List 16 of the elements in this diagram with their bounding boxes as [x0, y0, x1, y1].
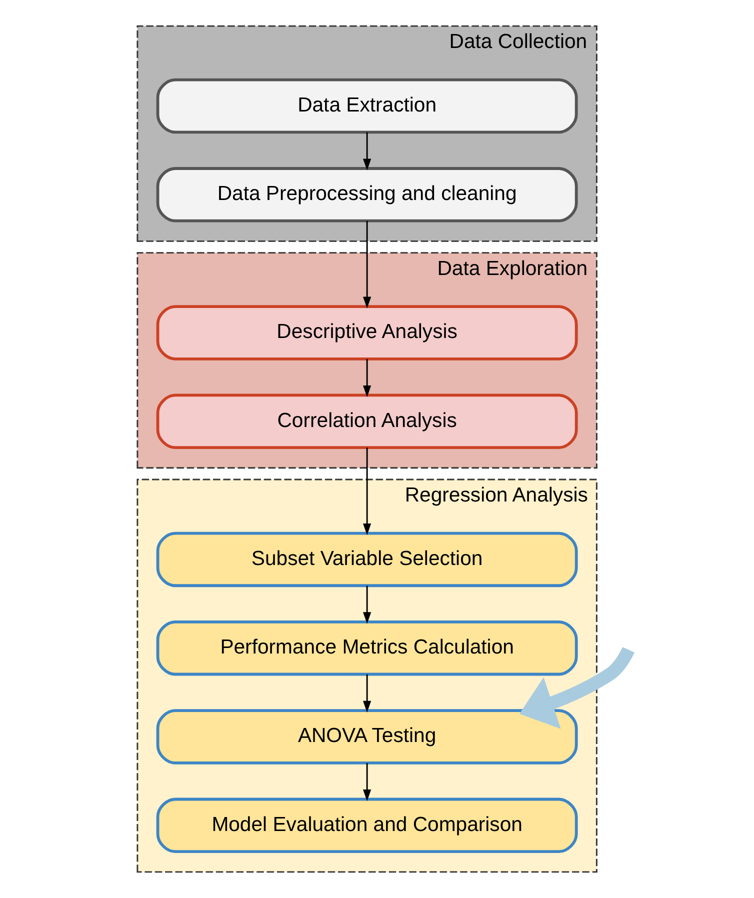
arrow: [362, 132, 371, 170]
arrow: [362, 448, 371, 536]
node-box: Data Preprocessing and cleaning: [156, 167, 578, 222]
node-box: Subset Variable Selection: [156, 532, 578, 588]
arrow: [518, 647, 634, 729]
node-box: ANOVA Testing: [156, 709, 578, 764]
node-box: Model Evaluation and Comparison: [156, 798, 578, 854]
arrow: [362, 674, 371, 712]
arrow: [362, 359, 371, 398]
node-box: Data Extraction: [156, 78, 578, 134]
arrow: [362, 220, 371, 308]
node-box: Correlation Analysis: [156, 394, 578, 449]
node-box: Performance Metrics Calculation: [156, 620, 578, 676]
node-box: Descriptive Analysis: [156, 305, 578, 360]
arrow: [362, 586, 371, 624]
arrow: [362, 763, 371, 802]
